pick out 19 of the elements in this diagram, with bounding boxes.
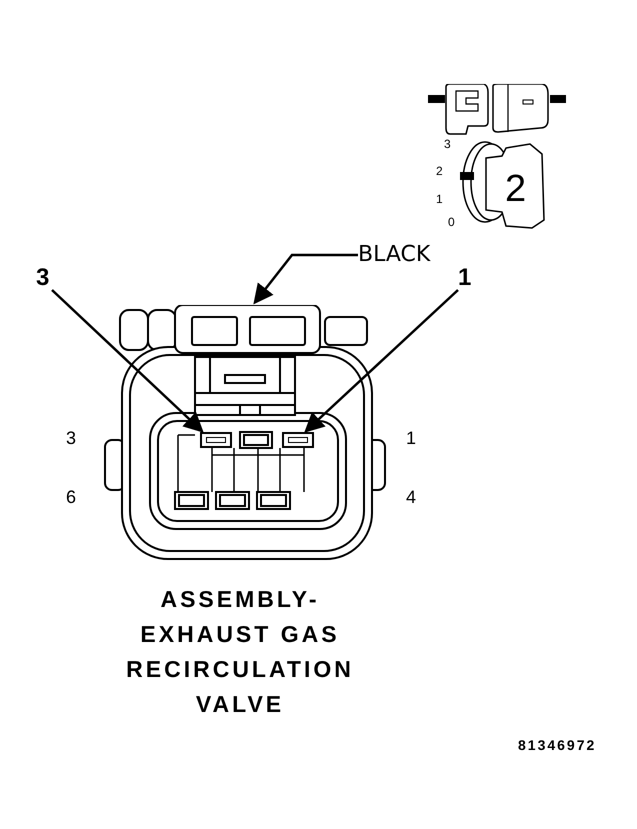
position-number: 2 xyxy=(505,170,526,208)
callout-number: 3 xyxy=(36,266,52,290)
component-caption: ASSEMBLY- EXHAUST GAS RECIRCULATION VALVE xyxy=(125,585,355,719)
cavity-number: 3 xyxy=(66,429,76,447)
callout-number: 1 xyxy=(458,266,474,290)
leader-line xyxy=(304,289,459,433)
cavity-number: 4 xyxy=(406,488,416,506)
leader-line xyxy=(51,289,204,433)
position-number: 2 xyxy=(436,165,443,177)
terminal-cavity xyxy=(200,432,232,448)
position-number: 1 xyxy=(436,193,443,205)
terminal-cavity xyxy=(282,432,314,448)
wire-color-label: BLACK xyxy=(358,243,430,267)
figure-number: 81346972 xyxy=(518,738,596,752)
position-number: 3 xyxy=(444,138,451,150)
cavity-number: 6 xyxy=(66,488,76,506)
leader-line xyxy=(253,254,358,304)
cavity-number: 1 xyxy=(406,429,416,447)
position-number: 0 xyxy=(448,216,455,228)
